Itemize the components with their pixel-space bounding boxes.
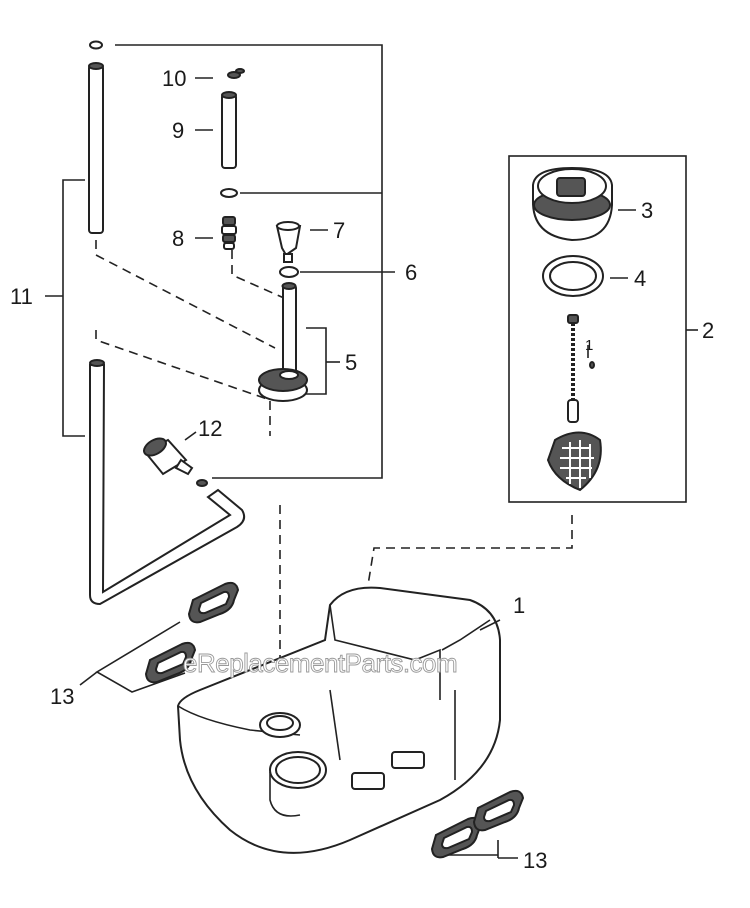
callout-10: 10 xyxy=(162,66,186,91)
part-8-fitting xyxy=(221,216,237,250)
callout-13-right: 13 xyxy=(523,848,547,873)
tether-and-strainer xyxy=(546,314,602,492)
upper-fuel-tube xyxy=(88,62,104,234)
watermark: eReplacementParts.com xyxy=(183,648,457,678)
part-4-gasket xyxy=(542,255,604,297)
lower-bent-tube xyxy=(89,359,246,606)
callout-8: 8 xyxy=(172,226,184,251)
part-3-fuel-cap xyxy=(531,166,613,242)
callout-12: 12 xyxy=(198,416,222,441)
part-5-pickup xyxy=(258,282,308,402)
top-o-ring xyxy=(89,40,103,50)
grommet-lower-right-2 xyxy=(472,789,525,832)
callout-13-left: 13 xyxy=(50,684,74,709)
callout-2: 2 xyxy=(702,318,714,343)
grommet-lower-left xyxy=(144,641,197,684)
callout-1: 1 xyxy=(513,593,525,618)
callout-9: 9 xyxy=(172,118,184,143)
callout-4: 4 xyxy=(634,266,646,291)
part-9-tube xyxy=(221,91,237,169)
callout-5: 5 xyxy=(345,350,357,375)
small-o-ring-12 xyxy=(196,479,208,487)
callout-3: 3 xyxy=(641,198,653,223)
part-6-o-ring xyxy=(279,266,299,278)
callout-1-small: 1 xyxy=(585,337,593,354)
leader-lines xyxy=(45,44,698,859)
part-10-clip xyxy=(227,68,245,79)
o-ring-9 xyxy=(220,188,238,198)
part-7-filter xyxy=(275,221,302,263)
grommet-upper-left xyxy=(187,581,240,624)
part-12-fuel-filter xyxy=(143,437,194,476)
callout-7: 7 xyxy=(333,218,345,243)
part-1-fuel-tank xyxy=(176,586,501,854)
callout-11: 11 xyxy=(10,284,33,309)
callout-6: 6 xyxy=(405,260,417,285)
